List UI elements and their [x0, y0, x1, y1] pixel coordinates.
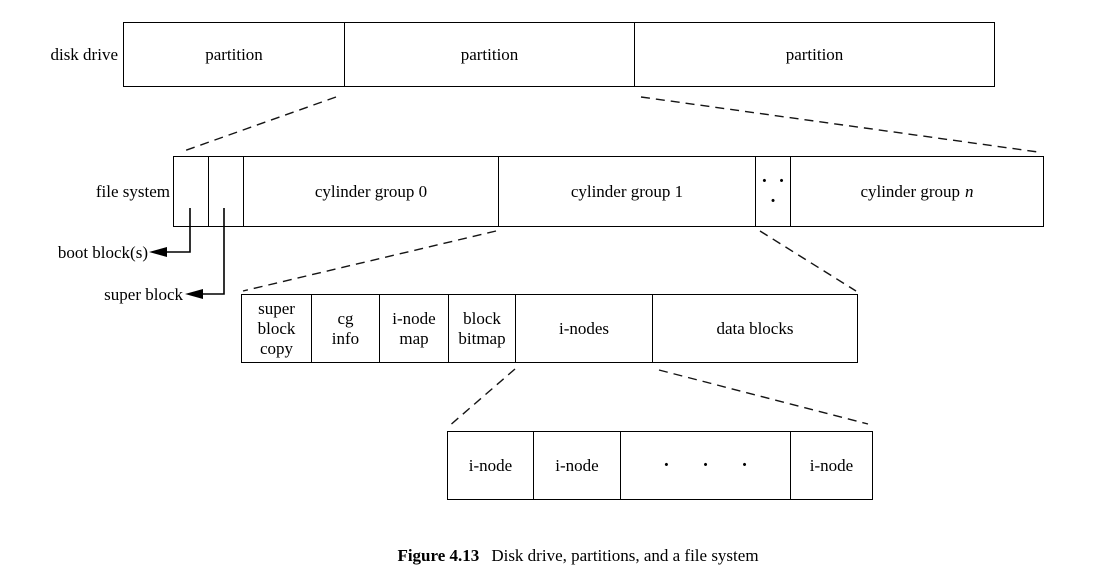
super-block-arrowhead-icon	[185, 289, 203, 299]
cg-info-cell: cg info	[312, 295, 380, 362]
cylinder-group-0-cell: cylinder group 0	[244, 157, 499, 226]
file-system-box: cylinder group 0 cylinder group 1 · · · …	[173, 156, 1044, 227]
partition-cell-1: partition	[124, 23, 345, 86]
inode-list-box: i-node i-node · · · i-node	[447, 431, 873, 500]
super-block-cell	[209, 157, 244, 226]
cylinder-group-detail-box: super block copy cg info i-node map bloc…	[241, 294, 858, 363]
cylinder-group-ellipsis-cell: · · ·	[756, 157, 791, 226]
inode-cell-1: i-node	[448, 432, 534, 499]
file-system-label: file system	[95, 182, 170, 201]
cylinder-group-1-cell: cylinder group 1	[499, 157, 756, 226]
inode-map-cell: i-node map	[380, 295, 449, 362]
dashed-line-inodes-to-list-right	[658, 369, 869, 425]
inode-ellipsis-cell: · · ·	[621, 432, 791, 499]
boot-block-arrowhead-icon	[149, 247, 167, 257]
cylinder-group-n-prefix: cylinder group	[860, 181, 961, 201]
super-block-label: super block	[104, 285, 183, 304]
super-block-copy-cell: super block copy	[242, 295, 312, 362]
dashed-line-partition-to-fs-right	[640, 96, 1039, 153]
figure-caption-text: Disk drive, partitions, and a file syste…	[491, 546, 759, 565]
dashed-line-partition-to-fs-left	[180, 96, 337, 153]
inode-cell-3: i-node	[809, 455, 854, 475]
dashed-line-cg1-to-detail-right	[759, 230, 857, 292]
partition-cell-3: partition	[785, 44, 844, 64]
dashed-line-cg1-to-detail-left	[242, 230, 497, 292]
partition-cell-2: partition	[345, 23, 635, 86]
inodes-cell: i-nodes	[516, 295, 653, 362]
cylinder-group-n-variable: n	[965, 181, 974, 201]
boot-block-label: boot block(s)	[57, 243, 148, 262]
figure-caption-number: Figure 4.13	[397, 546, 480, 565]
figure-caption: Figure 4.13 Disk drive, partitions, and a…	[397, 546, 758, 566]
block-bitmap-cell: block bitmap	[449, 295, 516, 362]
inode-cell-2: i-node	[534, 432, 621, 499]
dashed-line-inodes-to-list-left	[447, 368, 516, 428]
disk-drive-box: partition partition partition	[123, 22, 995, 87]
disk-drive-label: disk drive	[50, 45, 118, 64]
data-blocks-cell: data blocks	[716, 318, 794, 338]
boot-block-cell	[174, 157, 209, 226]
